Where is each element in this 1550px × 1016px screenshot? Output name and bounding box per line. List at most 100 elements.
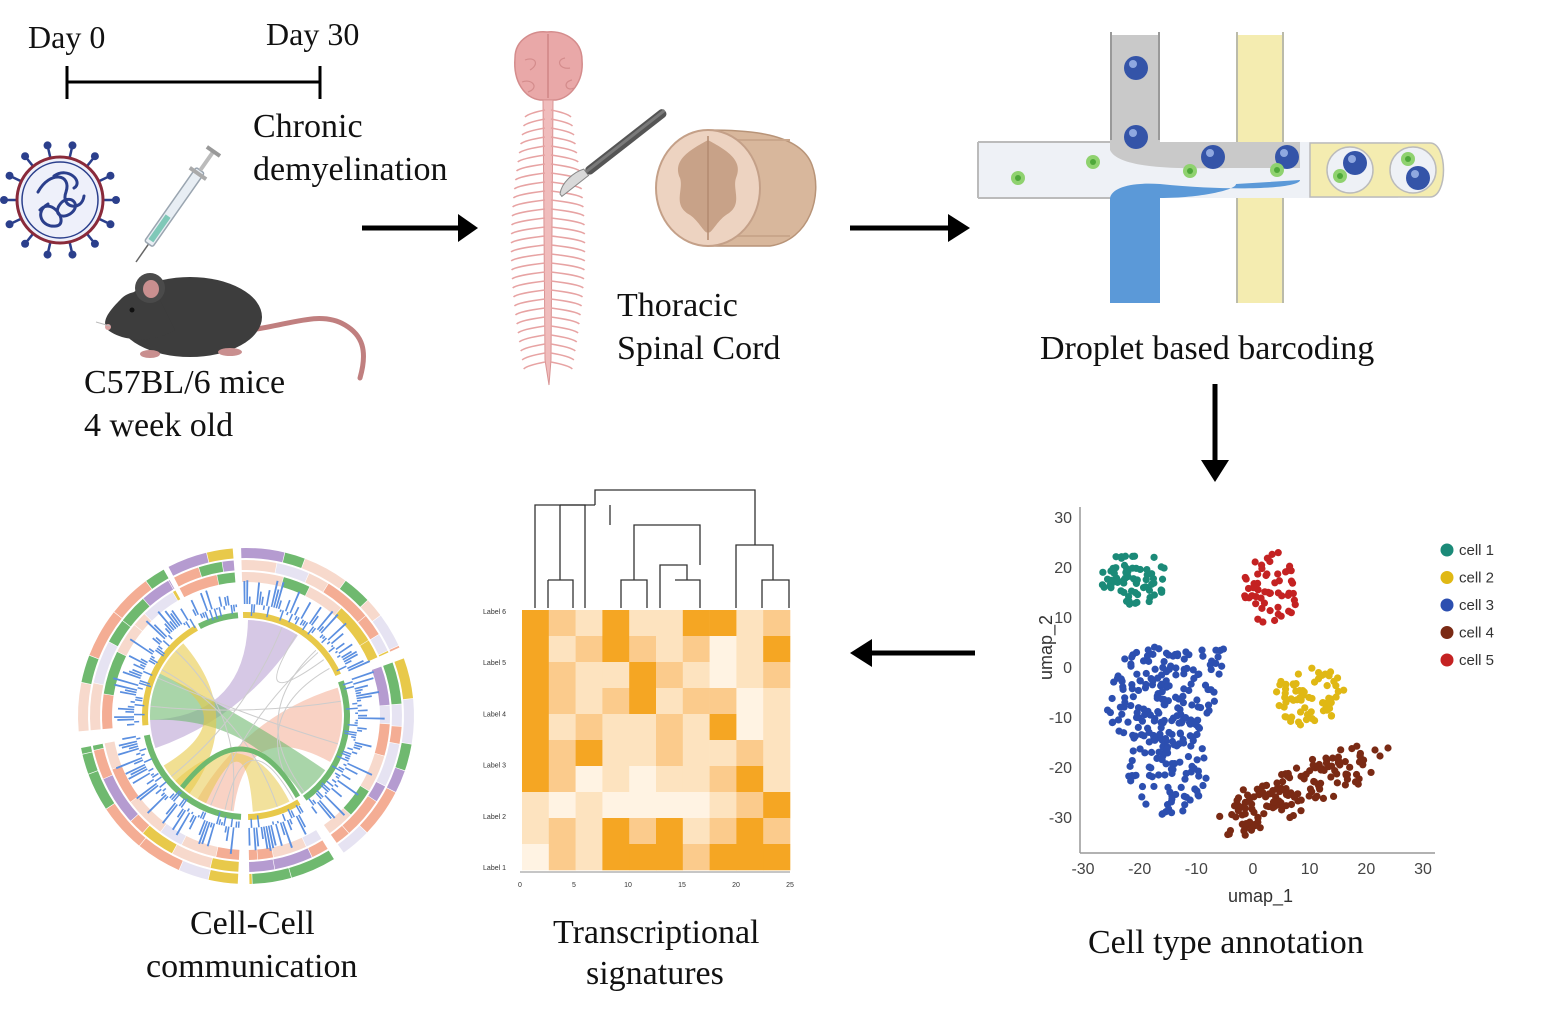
chord-ring-segment: [383, 662, 402, 705]
nerve-left: [514, 307, 546, 316]
chord-histogram-bar: [270, 824, 277, 846]
umap-point: [1147, 764, 1155, 772]
chord-ring-segment: [108, 620, 131, 647]
umap-point: [1196, 703, 1205, 712]
chord-histogram-bar: [284, 599, 291, 612]
nerve-right: [550, 217, 586, 226]
legend-swatch: [1440, 543, 1454, 557]
umap-point: [1109, 564, 1117, 572]
nerve-right: [550, 262, 585, 271]
chord-histogram-bar: [199, 592, 209, 612]
heatmap-cell: [682, 714, 710, 741]
umap-point: [1149, 731, 1158, 740]
nerve-left: [518, 145, 546, 154]
umap-point: [1334, 759, 1343, 767]
chord-ring-segment: [181, 835, 218, 857]
arrow-4: [850, 639, 975, 667]
umap-xtick: 20: [1357, 861, 1375, 878]
umap-point: [1150, 782, 1158, 791]
chord-ring-segment: [93, 641, 118, 685]
chord-histogram-bar: [164, 623, 173, 633]
heatmap-cell: [682, 818, 710, 845]
chord-ring-segment: [168, 552, 209, 576]
umap-point: [1143, 652, 1152, 660]
nerve-left: [510, 226, 546, 235]
chord-histogram-bar: [335, 642, 345, 651]
umap-point: [1269, 787, 1277, 795]
umap-ytick: -10: [1049, 710, 1072, 727]
chord-ring-segment: [248, 849, 258, 860]
chord-histogram-bar: [275, 823, 283, 847]
chord-histogram-bar: [357, 714, 368, 717]
chord-ring-segment: [358, 616, 379, 640]
chord-ring-segment: [370, 634, 388, 655]
signatures-label-line2: signatures: [586, 955, 724, 992]
umap-point: [1263, 570, 1271, 578]
chord-histogram-bar: [154, 776, 162, 783]
chord-histogram-bar: [250, 818, 253, 828]
heatmap-cell: [736, 766, 764, 793]
cell-nucleus: [1337, 173, 1343, 179]
umap-point: [1318, 671, 1326, 679]
chord-histogram-bar: [326, 641, 331, 645]
chord-histogram-bar: [155, 649, 165, 657]
umap-point: [1162, 649, 1171, 657]
arrow-3: [1201, 384, 1229, 482]
umap-point: [1234, 794, 1243, 802]
umap-point: [1180, 665, 1188, 673]
chord-histogram-bar: [189, 814, 195, 823]
chord-histogram-bar: [344, 685, 355, 690]
umap-point: [1225, 830, 1233, 838]
brain-spinal-cord-icon: [510, 30, 586, 386]
chord-ring-segment: [342, 796, 377, 834]
nerve-left: [511, 262, 546, 271]
chord-histogram-bar: [176, 808, 184, 818]
nerve-right: [550, 361, 573, 370]
heatmap-cell: [575, 636, 603, 663]
umap-point: [1133, 598, 1141, 607]
chord-histogram-bar: [117, 747, 140, 756]
barcode-bead: [1343, 151, 1367, 175]
heatmap-xtick: 10: [624, 882, 632, 889]
dendrogram-branch: [735, 544, 790, 608]
umap-point: [1142, 576, 1150, 584]
chord-histogram-bar: [261, 596, 264, 606]
virus-spike-tip: [5, 220, 14, 229]
chord-histogram-bar: [230, 818, 234, 828]
umap-point: [1120, 561, 1129, 569]
umap-point: [1116, 703, 1124, 711]
umap-point: [1122, 568, 1130, 577]
chord-histogram-bar: [331, 778, 337, 784]
umap-point: [1148, 580, 1156, 588]
heatmap-cell: [736, 740, 764, 767]
virus-spike-tip: [43, 141, 52, 150]
chord-ring-segment: [401, 698, 414, 744]
umap-point: [1215, 670, 1223, 678]
heatmap-cell: [709, 792, 737, 819]
umap-point: [1284, 769, 1292, 778]
chord-histogram-bar: [337, 779, 359, 796]
umap-point: [1198, 745, 1206, 753]
umap-point: [1241, 573, 1249, 582]
nerve-left: [514, 172, 546, 181]
umap-point: [1184, 752, 1193, 761]
heatmap-cell: [736, 818, 764, 845]
chord-histogram-bar: [134, 703, 145, 707]
chord-ring-segment: [81, 655, 99, 685]
chord-histogram-bar: [142, 670, 153, 676]
umap-point: [1311, 764, 1319, 772]
chord-histogram-bar: [308, 606, 322, 625]
chord-histogram-bar: [353, 738, 356, 741]
chord-histogram-bar: [288, 613, 294, 623]
umap-point: [1292, 764, 1301, 772]
chord-histogram-bar: [355, 719, 358, 722]
umap-point: [1204, 701, 1213, 709]
umap-point: [1179, 735, 1187, 744]
chord-histogram-bar: [246, 580, 249, 605]
umap-point: [1250, 808, 1258, 816]
nerve-right: [550, 226, 586, 235]
umap-point: [1333, 779, 1341, 787]
heatmap-cell: [656, 636, 684, 663]
chord-histogram-bar: [356, 699, 362, 702]
chord-histogram-bar: [316, 610, 334, 631]
